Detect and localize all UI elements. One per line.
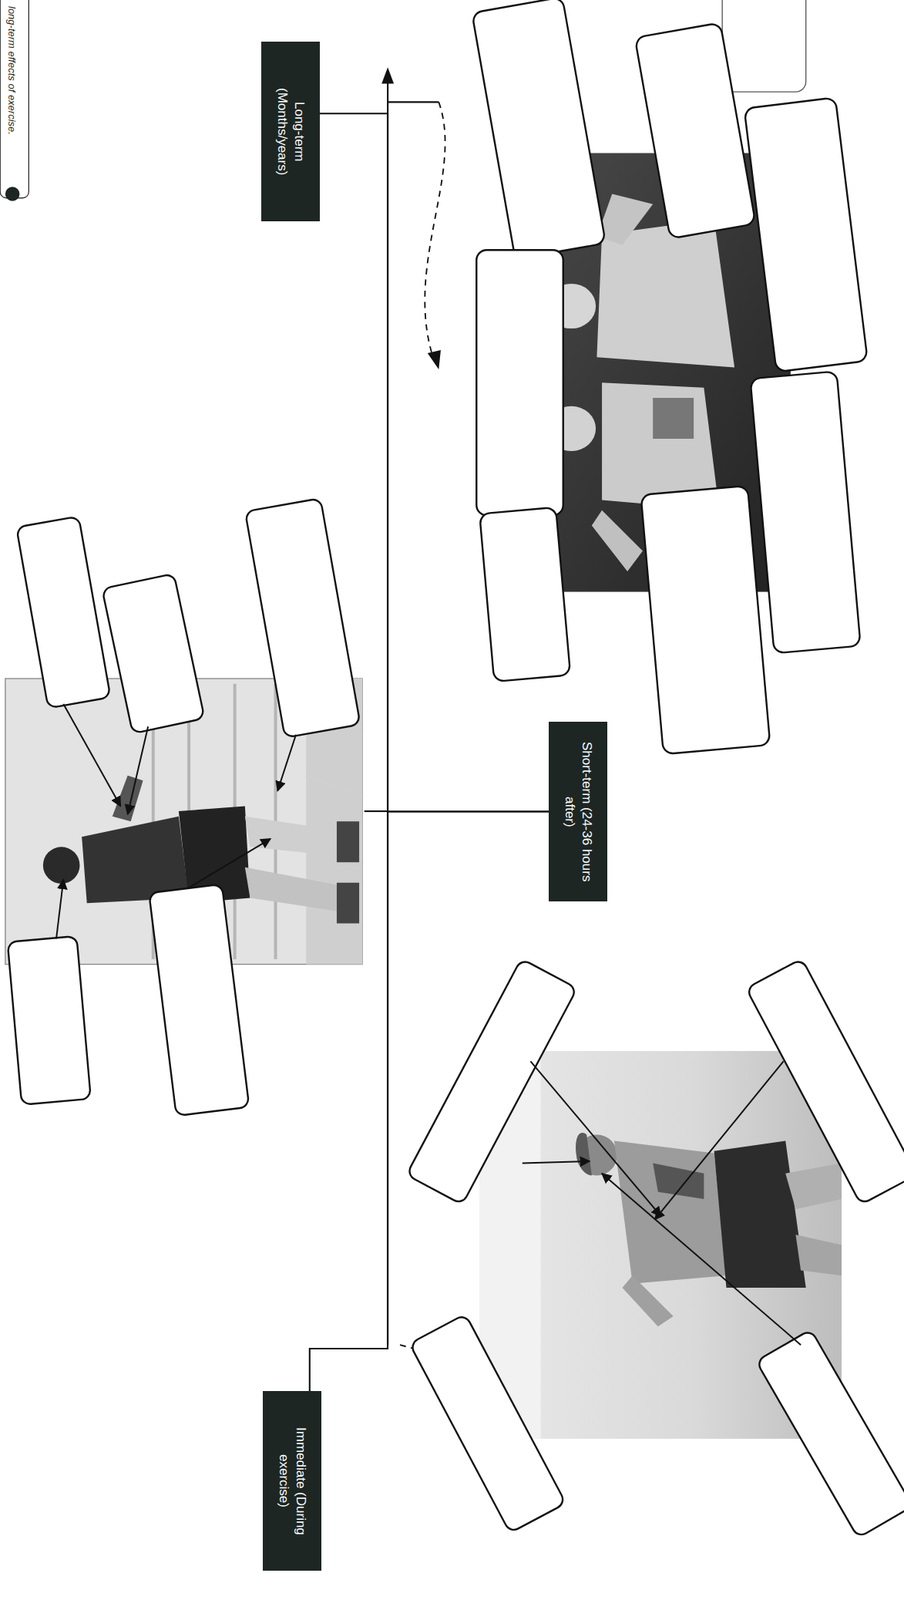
photo-tie [364,809,388,812]
leader-line [56,703,801,1345]
step-dot [5,186,21,202]
dashed-pointer [424,101,445,359]
stage-label: Immediate (During exercise) [262,1390,322,1570]
stage-text: Short-term (24-36 hours after) [561,739,595,883]
stage-label: Long-term (Months/years) [261,41,320,222]
note-frame [722,0,807,92]
timeline-arrowhead [381,67,394,84]
timeline-connector [309,811,549,1392]
instruction-frame [0,0,29,199]
stage-text: Long-term (Months/years) [273,60,308,203]
stage-text: Immediate (During exercise) [275,1408,310,1552]
stage-label: Short-term (24-36 hours after) [548,721,608,901]
timeline-connector [319,113,549,811]
blank-callout [7,0,904,1537]
dashed-arrowhead [427,349,441,370]
photo-tie [387,100,439,103]
instruction-text: long-term effects of exercise. [6,6,18,135]
